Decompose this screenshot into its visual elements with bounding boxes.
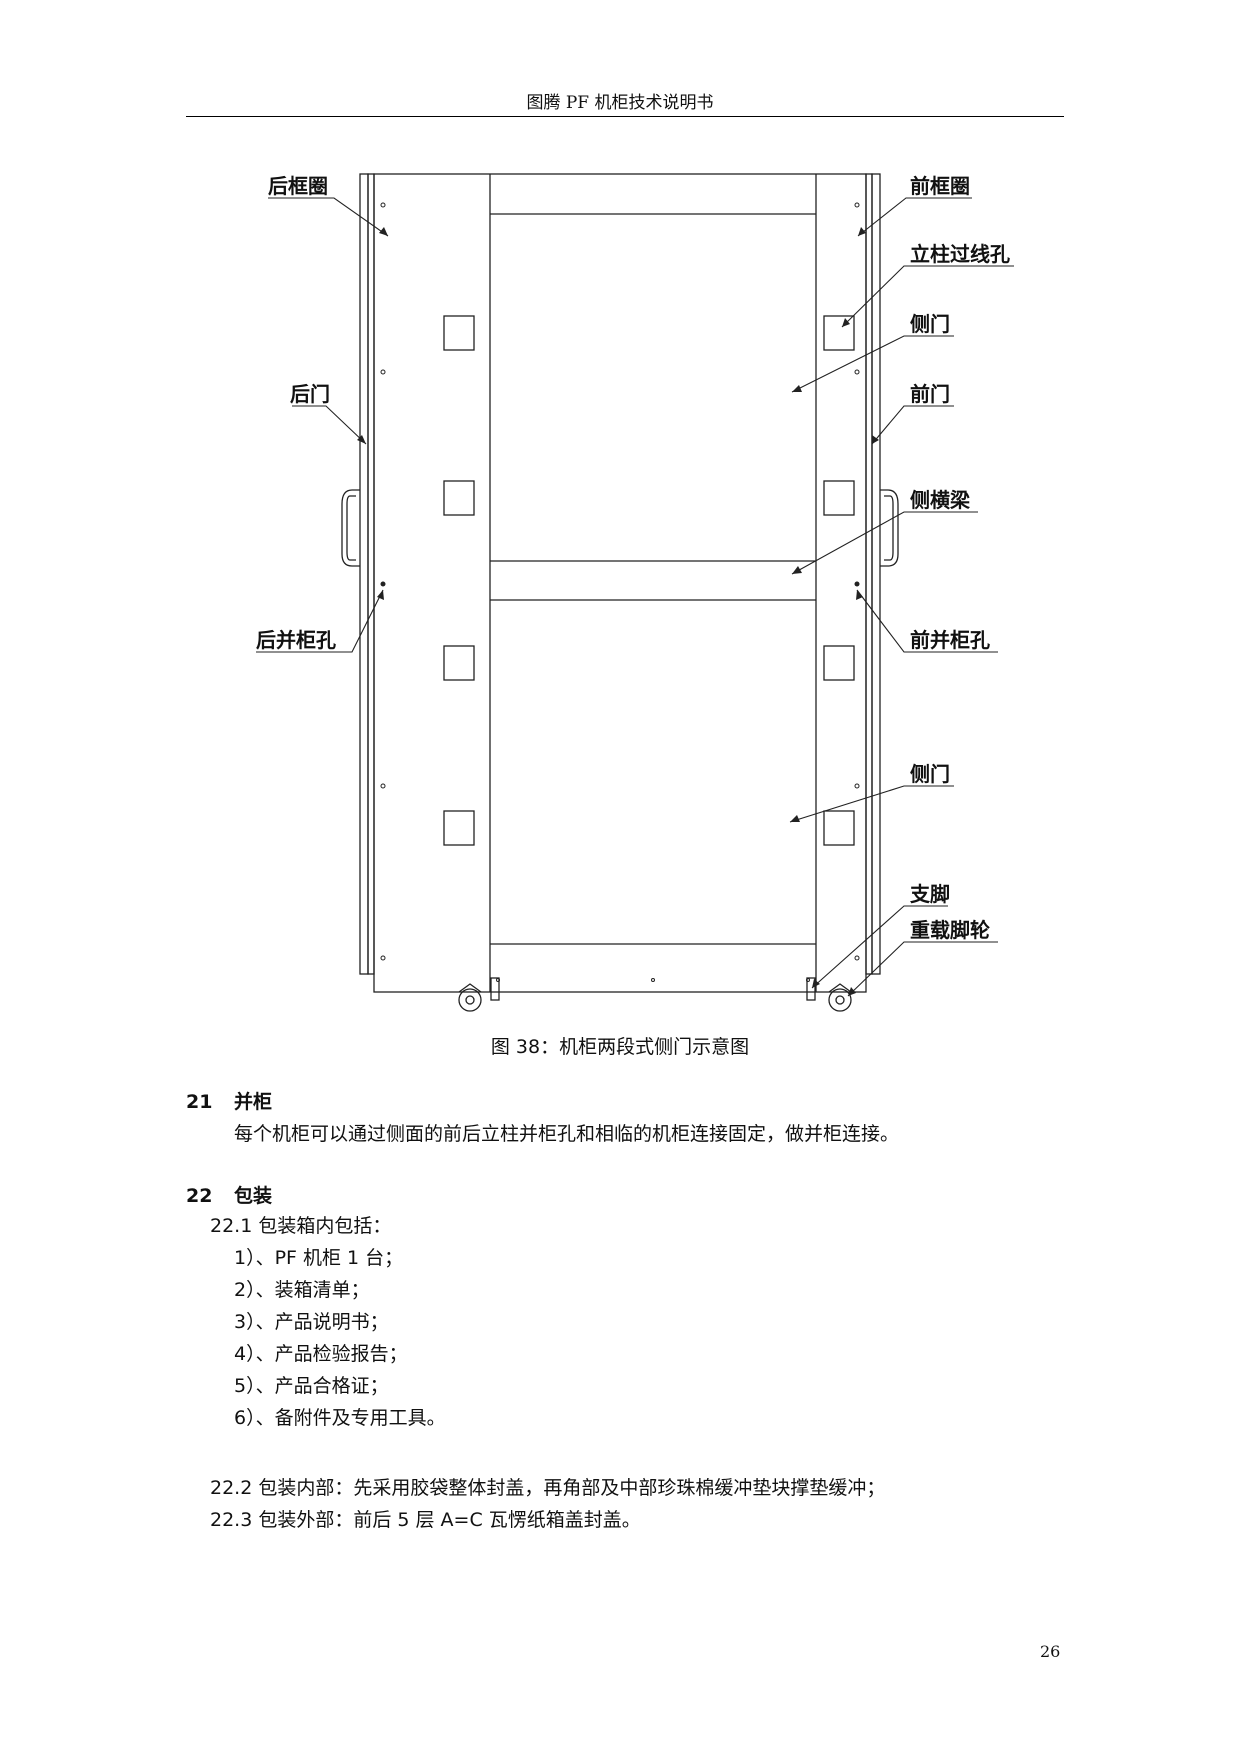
callout-front-join-hole: 前并柜孔 — [910, 628, 990, 652]
page-header-title: 图腾 PF 机柜技术说明书 — [526, 93, 714, 113]
callout-rear-door: 后门 — [290, 382, 330, 406]
callout-caster: 重载脚轮 — [910, 918, 990, 942]
section-22-heading: 22 包装 — [186, 1184, 272, 1208]
list-item: 4）、产品检验报告； — [234, 1343, 408, 1365]
list-item: 22.3 包装外部：前后 5 层 A=C 瓦愣纸箱盖封盖。 — [210, 1509, 641, 1531]
section-number: 21 — [186, 1091, 213, 1113]
list-item: 2）、装箱清单； — [234, 1279, 370, 1301]
header-rule — [186, 116, 1064, 117]
list-item: 3）、产品说明书； — [234, 1311, 389, 1333]
callout-front-door: 前门 — [910, 382, 950, 406]
list-item: 22.2 包装内部：先采用胶袋整体封盖，再角部及中部珍珠棉缓冲垫块撑垫缓冲； — [210, 1477, 886, 1499]
section-21-body: 每个机柜可以通过侧面的前后立柱并柜孔和相临的机柜连接固定，做并柜连接。 — [234, 1123, 900, 1145]
list-item: 22.1 包装箱内包括： — [210, 1215, 392, 1237]
cabinet-drawing — [256, 173, 1014, 1012]
section-number: 22 — [186, 1185, 213, 1207]
callout-foot: 支脚 — [910, 882, 950, 906]
callout-side-door-top: 侧门 — [910, 312, 950, 336]
callout-rear-join-hole: 后并柜孔 — [256, 628, 336, 652]
callout-post-cable-hole: 立柱过线孔 — [910, 242, 1010, 266]
cabinet-side-door-diagram: 后框圈 前框圈 立柱过线孔 侧门 后门 前门 侧横梁 后并柜孔 前并柜孔 侧门 … — [256, 173, 1014, 1012]
callout-rear-frame: 后框圈 — [268, 174, 328, 198]
page-number: 26 — [1040, 1642, 1061, 1661]
callout-front-frame: 前框圈 — [910, 174, 970, 198]
list-item: 6）、备附件及专用工具。 — [234, 1407, 446, 1429]
list-item: 1）、PF 机柜 1 台； — [234, 1247, 404, 1269]
section-title: 并柜 — [234, 1091, 273, 1113]
section-21-heading: 21 并柜 — [186, 1090, 272, 1114]
callout-side-door-bottom: 侧门 — [910, 762, 950, 786]
section-title: 包装 — [234, 1185, 273, 1207]
list-item: 5）、产品合格证； — [234, 1375, 389, 1397]
figure-caption: 图 38：机柜两段式侧门示意图 — [490, 1036, 750, 1058]
callout-side-beam: 侧横梁 — [910, 488, 970, 512]
